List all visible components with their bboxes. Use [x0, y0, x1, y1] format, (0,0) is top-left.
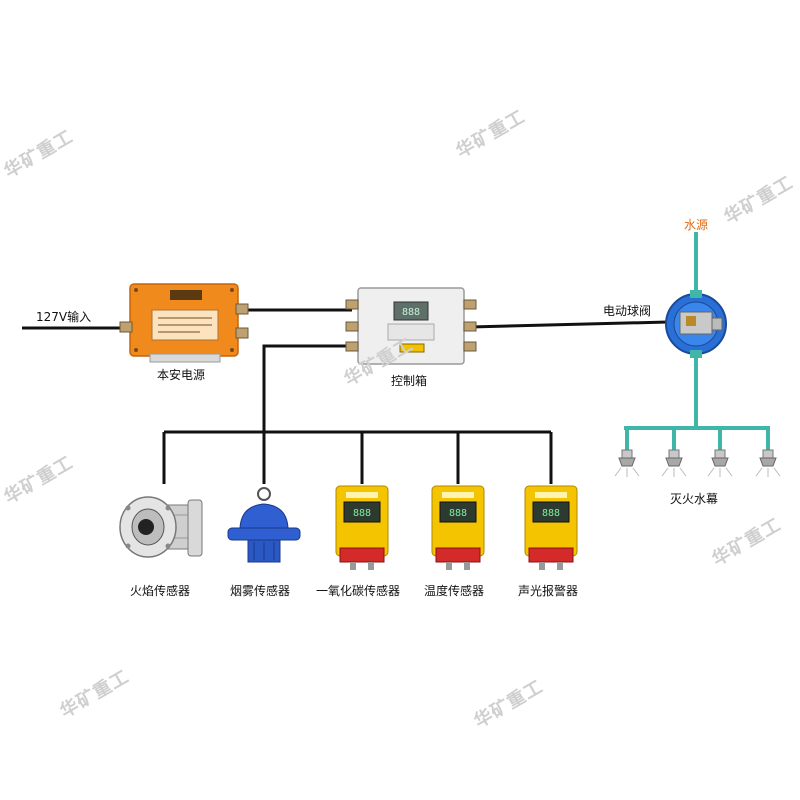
co-sensor: 888	[335, 485, 389, 570]
control-box: 888	[345, 287, 477, 365]
nozzle-icon	[661, 449, 687, 477]
power-box-label: 本安电源	[157, 368, 206, 382]
electric-ball-valve	[665, 290, 727, 358]
control-box-label: 控制箱	[391, 374, 428, 388]
water-source-label: 水源	[684, 218, 709, 232]
flame-sensor	[119, 496, 203, 558]
svg-text:888: 888	[542, 508, 560, 519]
sensor-label-smoke: 烟雾传感器	[230, 584, 291, 598]
control-display-readout: 888	[402, 307, 420, 318]
nozzle-icon	[707, 449, 733, 477]
power-to-control-wire-bottom	[262, 344, 352, 432]
valve-label: 电动球阀	[603, 304, 652, 318]
water-pipes	[624, 232, 770, 450]
svg-text:888: 888	[353, 508, 371, 519]
wires	[22, 308, 669, 484]
sensor-label-co: 一氧化碳传感器	[316, 584, 401, 598]
sensor-label-temperature: 温度传感器	[424, 584, 485, 598]
audible-visual-alarm: 888	[524, 485, 578, 570]
intrinsic-power-box	[119, 283, 249, 363]
input-label: 127V输入	[36, 310, 92, 324]
control-to-valve-wire	[469, 320, 669, 329]
svg-text:888: 888	[449, 508, 467, 519]
sensor-label-alarm: 声光报警器	[518, 584, 579, 598]
sprinkler-nozzles	[614, 449, 781, 477]
nozzle-icon	[614, 449, 640, 477]
water-curtain-label: 灭火水幕	[670, 492, 719, 506]
temperature-sensor: 888	[431, 485, 485, 570]
sensor-label-flame: 火焰传感器	[130, 584, 191, 598]
smoke-sensor	[227, 487, 301, 563]
nozzle-icon	[755, 449, 781, 477]
